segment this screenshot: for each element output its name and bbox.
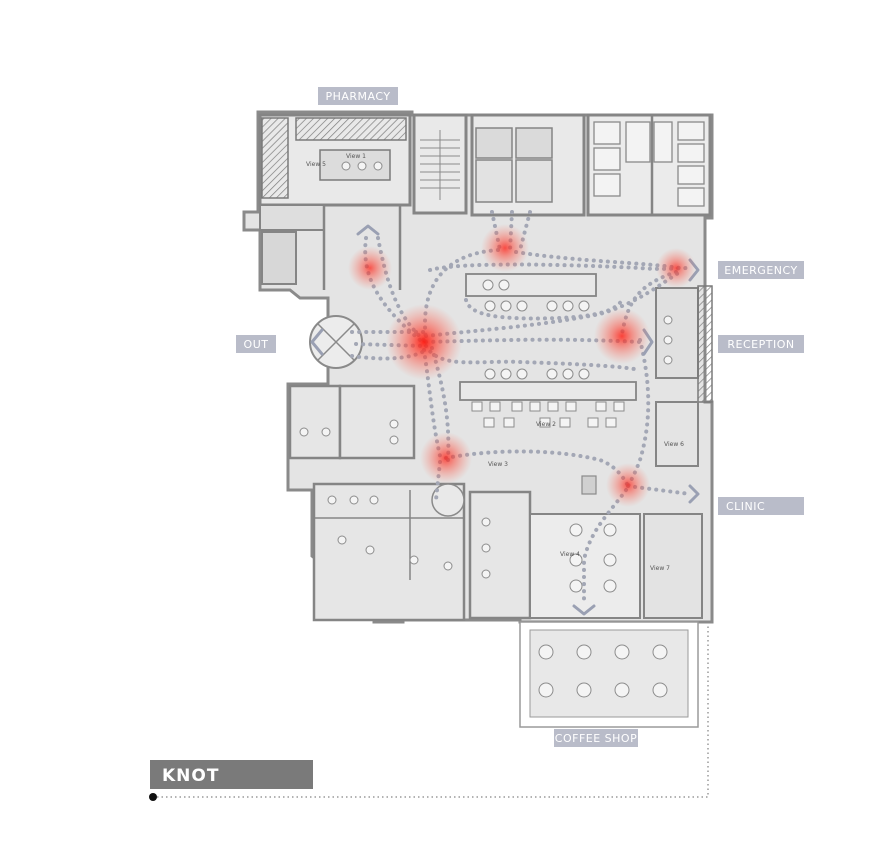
furniture — [299, 161, 673, 698]
label-pharmacy: PHARMACY — [318, 87, 398, 105]
elevator-car-1 — [475, 159, 513, 203]
office-left-1 — [288, 384, 342, 460]
elevator-shaft-1 — [475, 127, 513, 159]
pharmacy-back-room — [259, 204, 325, 231]
hotspot-knot-center — [386, 304, 462, 380]
chevron-pharmacy — [356, 224, 380, 236]
view-marker-3: View 3 — [488, 461, 508, 468]
label-out-text: OUT — [244, 338, 269, 351]
path-elevator-down-2 — [508, 210, 514, 252]
elevator-shaft-2 — [515, 127, 553, 159]
label-reception-text: RECEPTION — [727, 338, 794, 351]
label-coffee-shop: COFFEE SHOP — [554, 729, 638, 747]
waiting-bench-top — [465, 273, 597, 297]
hotspot-elevator — [481, 224, 529, 272]
hotspot-emergency — [656, 248, 696, 288]
elevator-car-2 — [515, 159, 553, 203]
view-markers: View 1 View 2 View 3 View 4 View 5 View … — [306, 153, 684, 572]
label-emergency: EMERGENCY — [718, 261, 804, 279]
hotspots — [348, 224, 696, 507]
clinic-side-room — [655, 401, 699, 467]
lab-room — [468, 490, 532, 620]
view-marker-1: View 1 — [346, 153, 366, 160]
reception-desk — [655, 287, 699, 379]
path-knot-loop-lower — [424, 344, 642, 372]
pharmacy-shelf-top — [295, 117, 407, 141]
coffee-bar — [643, 513, 703, 619]
coffee-shop-interior — [529, 513, 641, 619]
reception-wall — [697, 285, 713, 403]
coffee-shop-terrace-inner — [529, 629, 689, 718]
pharmacy-office — [261, 231, 297, 285]
area-labels: PHARMACY EMERGENCY OUT RECEPTION CLINIC … — [236, 87, 804, 747]
path-elevator-down-3 — [518, 210, 532, 252]
knot-title-bar — [150, 760, 313, 789]
view-marker-4: View 4 — [560, 551, 580, 558]
knot-leader-line — [157, 624, 709, 798]
label-clinic-text: CLINIC — [726, 500, 765, 513]
view-marker-5: View 5 — [306, 161, 326, 168]
knot-legend: KNOT — [149, 624, 709, 801]
label-pharmacy-text: PHARMACY — [325, 90, 390, 103]
view-marker-2: View 2 — [536, 421, 556, 428]
label-clinic: CLINIC — [718, 497, 804, 515]
view-marker-6: View 6 — [664, 441, 684, 448]
path-upper-loop-around-bench — [464, 298, 624, 321]
view-marker-7: View 7 — [650, 565, 670, 572]
hotspot-stair — [420, 432, 472, 484]
label-out: OUT — [236, 335, 276, 353]
chevron-clinic — [688, 484, 700, 504]
hotspot-pharmacy-entry — [348, 246, 392, 290]
office-left-2 — [338, 384, 416, 460]
chevron-coffee — [572, 604, 596, 616]
hotspot-clinic — [606, 463, 650, 507]
waiting-bench-middle — [459, 381, 637, 401]
pharmacy-shelving — [261, 117, 289, 199]
knot-dot — [149, 793, 157, 801]
column — [581, 475, 597, 495]
walls — [258, 113, 713, 622]
knot-title: KNOT — [162, 766, 219, 786]
label-emergency-text: EMERGENCY — [724, 264, 797, 277]
chevron-out — [310, 328, 324, 356]
hotspot-reception — [594, 308, 650, 364]
label-reception: RECEPTION — [718, 335, 804, 353]
spiral-stair — [431, 483, 465, 517]
label-coffee-shop-text: COFFEE SHOP — [555, 732, 637, 745]
